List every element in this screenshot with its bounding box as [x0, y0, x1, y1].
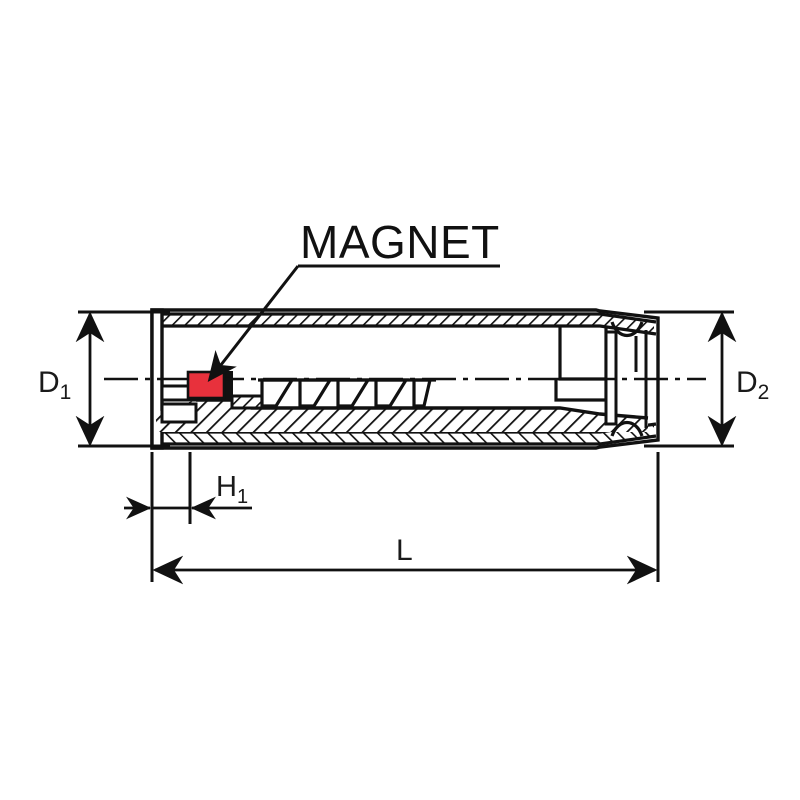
- dimension-label-h1: H1: [216, 471, 248, 508]
- d1-label-main: D: [38, 366, 60, 399]
- magnet-callout-group: MAGNET: [207, 216, 500, 382]
- magnet-callout-label: MAGNET: [300, 216, 500, 268]
- dimension-label-l: L: [396, 534, 413, 567]
- dimension-d1-group: D1: [38, 310, 170, 448]
- magnet-leader-line: [207, 265, 300, 382]
- dimension-label-d2: D2: [736, 366, 769, 404]
- h1-label-sub: 1: [237, 486, 248, 508]
- l-label-main: L: [396, 534, 413, 567]
- retaining-groove-top: [610, 321, 644, 338]
- dimension-label-d1: D1: [38, 366, 71, 404]
- lower-wall-outer-line: [156, 434, 657, 446]
- socket-body-group: [104, 308, 706, 450]
- d2-label-main: D: [736, 366, 758, 399]
- retaining-groove-bottom: [610, 420, 644, 437]
- d2-label-sub: 2: [758, 381, 770, 404]
- dimension-h1-group: H1: [124, 452, 252, 524]
- dimension-d2-group: D2: [644, 310, 769, 448]
- upper-wall-outer-line: [156, 312, 657, 324]
- h1-label-main: H: [216, 471, 237, 503]
- dimension-l-group: L: [150, 452, 660, 585]
- magnet-seat-hatch-wedge: [230, 394, 271, 410]
- recess-step-lower: [160, 402, 198, 424]
- d1-label-sub: 1: [60, 381, 72, 404]
- magnet-element: [186, 370, 226, 400]
